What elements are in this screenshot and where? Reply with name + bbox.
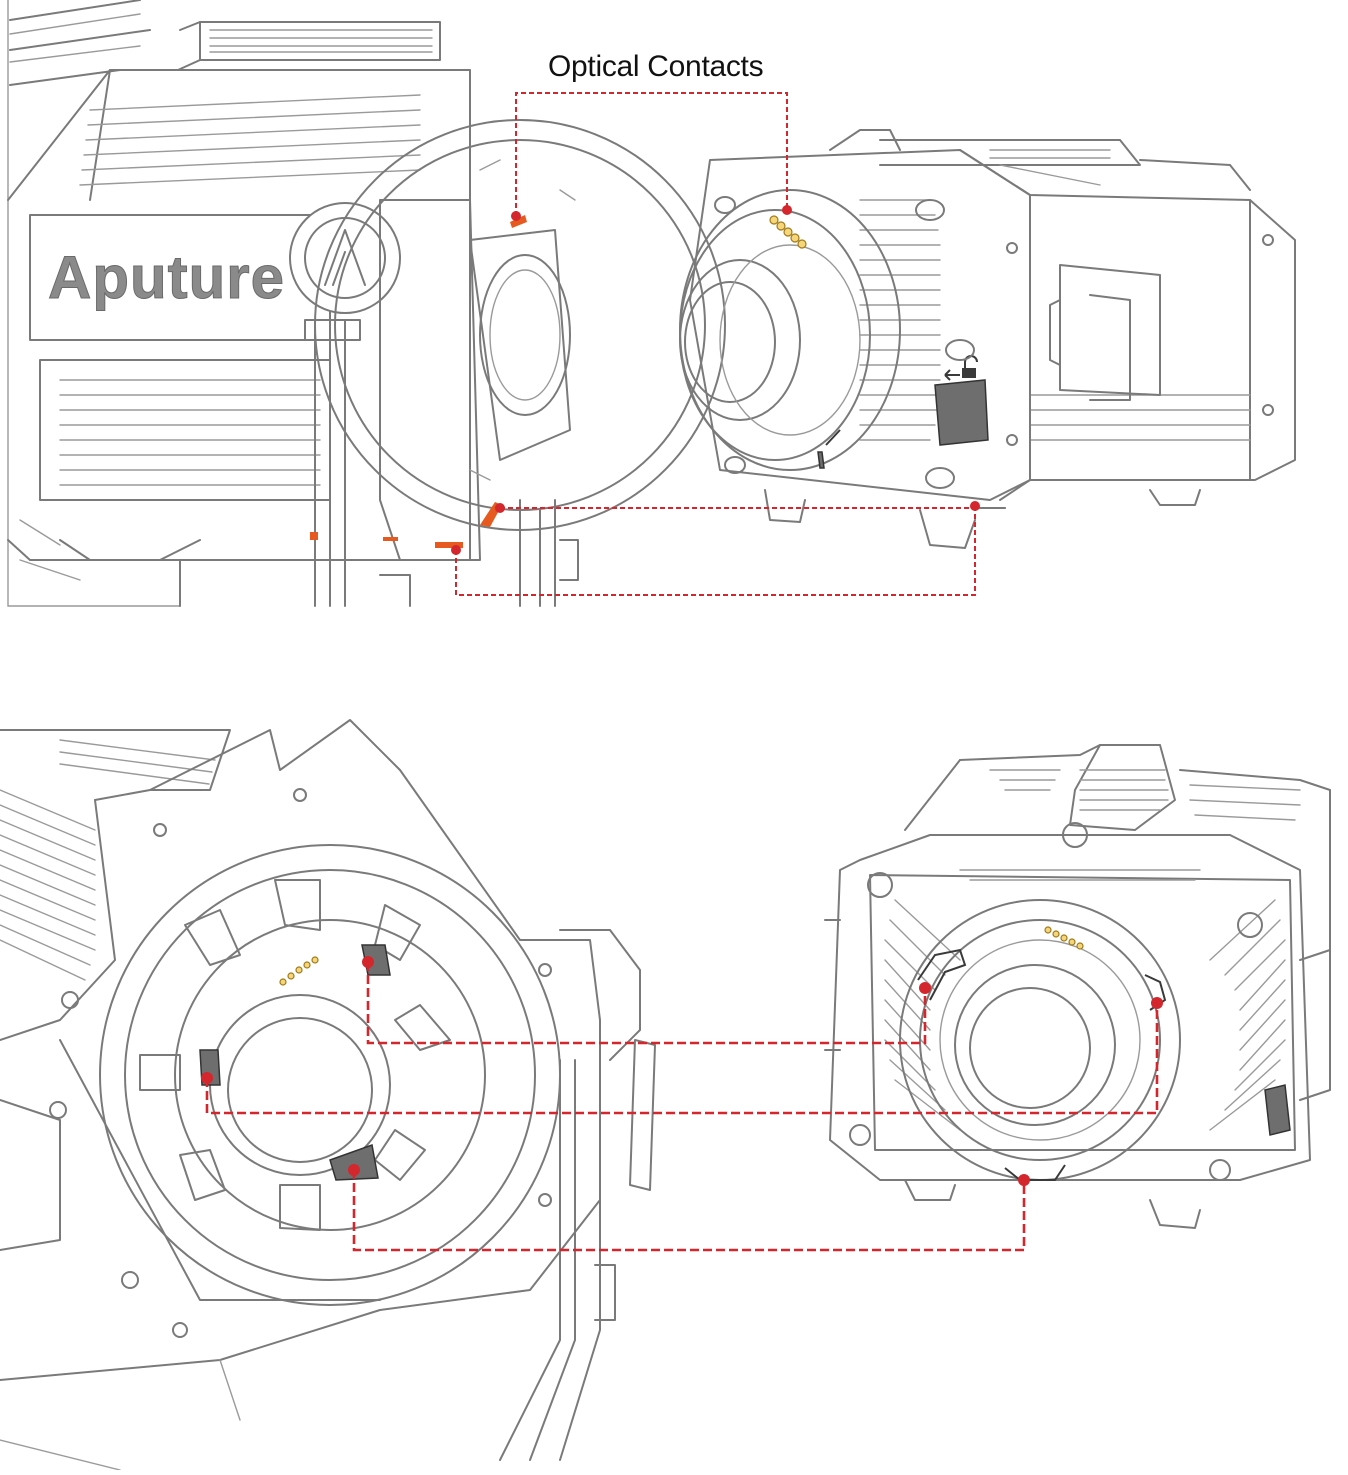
fixture-contact-point	[511, 211, 521, 221]
bottom-light-fixture	[0, 719, 656, 1471]
body-contact-point	[782, 205, 792, 215]
bottom-body-contact-pins	[1044, 926, 1084, 950]
lock-alignment-line	[455, 508, 976, 596]
top-optical-contact-pins	[769, 215, 807, 249]
top-connector-lines	[451, 92, 980, 596]
top-tab-alignment-line	[366, 962, 927, 1045]
top-light-fixture: Aputure	[7, 0, 726, 607]
aputure-logo: Aputure	[48, 244, 285, 311]
bayonet-tab-bottom	[329, 1143, 379, 1181]
bottom-fixture-contact-pins	[279, 956, 319, 986]
top-mount-ring	[314, 119, 726, 531]
orange-lock-mark	[435, 542, 463, 548]
top-camera-body	[679, 129, 1296, 549]
bottom-connector-lines	[201, 956, 1163, 1252]
aputure-lambda-icon	[289, 202, 401, 314]
bottom-camera-body	[824, 744, 1331, 1229]
lock-release-button	[934, 379, 989, 446]
bottom-tab-alignment-line	[352, 1170, 1026, 1252]
left-tab-alignment-line	[205, 1003, 1159, 1115]
side-lock-button	[1264, 1084, 1291, 1136]
optical-contacts-label: Optical Contacts	[548, 50, 764, 83]
optical-contacts-leader	[515, 92, 788, 216]
lock-arrow-icon	[825, 429, 841, 446]
